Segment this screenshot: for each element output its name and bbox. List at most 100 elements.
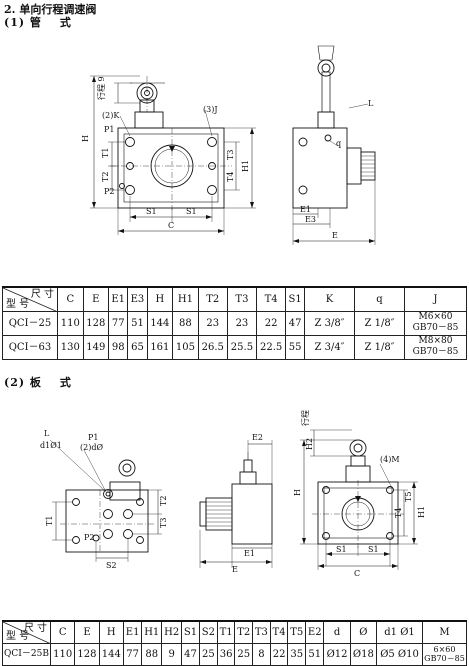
table1-header: T3	[226, 286, 258, 312]
plate-type-drawing: L d1Ø1 P1 (2)dØ T1 T2 T3 P2 S2 E2 E1 E H…	[40, 410, 426, 578]
label-m: (4)M	[380, 455, 400, 464]
table1-cell: 98	[108, 334, 129, 360]
table1-header: E	[82, 286, 110, 312]
table1-header: S1	[285, 286, 305, 312]
table2-header: T4	[269, 620, 289, 644]
label-p1: P1	[88, 433, 98, 442]
label-dphi: (2)dØ	[80, 443, 103, 452]
table-row: QCI－63 130 149 98 65 161 105 26.5 25.5 2…	[2, 334, 467, 360]
table2-header: E	[74, 620, 100, 644]
table2-header: H2	[161, 620, 183, 644]
table2-cell: 144	[98, 642, 124, 666]
table1-cell: 144	[146, 310, 174, 336]
label-k: (2)K	[102, 111, 120, 120]
table1-cell: 47	[285, 310, 305, 336]
label-h1: H1	[241, 160, 250, 172]
label-l: L	[44, 429, 50, 438]
table2-cell: 51	[305, 642, 325, 666]
table2-cell: 88	[141, 642, 163, 666]
table-row: QCI－25B 110 128 144 77 88 9 47 25 36 25 …	[2, 642, 467, 666]
table2-cell: 110	[49, 642, 76, 666]
label-h: H	[293, 489, 302, 496]
table1-corner-cell: 尺 寸 型 号	[2, 286, 59, 313]
pipe-type-spec-table: 尺 寸 型 号 C E E1 E3 H H1 T2 T3 T4 S1 K q J…	[2, 286, 467, 360]
label-t3: T3	[159, 518, 168, 528]
table1-cell: 130	[57, 334, 84, 360]
table2-header: H	[98, 620, 124, 644]
label-s2: S2	[106, 561, 117, 570]
label-t4: T4	[226, 172, 235, 182]
table2-cell: 47	[181, 642, 200, 666]
subsection-pipe-type: (1) 管式	[4, 16, 72, 29]
table2-corner-cell: 尺 寸 型 号	[2, 620, 52, 645]
label-t2: T2	[159, 496, 168, 506]
table2-header: T2	[234, 620, 254, 644]
table1-header: C	[57, 286, 84, 312]
table1-cell: 128	[82, 310, 110, 336]
label-p2: P2	[84, 533, 94, 542]
label-stroke: 行程	[300, 410, 310, 426]
section-title: 2. 单向行程调速阀	[4, 3, 97, 16]
table2-header: d	[323, 620, 351, 644]
table1-model: QCI－25	[2, 310, 58, 336]
label-t2: T2	[101, 172, 110, 182]
table2-cell: 8	[252, 642, 271, 666]
table1-cell: 161	[146, 334, 174, 360]
table2-header: Ø	[349, 620, 378, 644]
table1-cell: 105	[172, 334, 199, 360]
table1-cell: 51	[127, 310, 148, 336]
table1-header: K	[304, 286, 355, 312]
label-c: C	[354, 569, 360, 578]
table2-cell: 77	[122, 642, 143, 666]
table2-cell: 25	[234, 642, 254, 666]
table1-cell: 88	[172, 310, 199, 336]
label-c: C	[168, 221, 174, 230]
table1-cell: 22	[256, 310, 287, 336]
label-h: H	[81, 135, 90, 142]
label-q: q	[336, 139, 341, 148]
label-t5: T5	[404, 492, 413, 502]
label-l: L	[368, 99, 374, 108]
table2-cell: 128	[74, 642, 100, 666]
label-e: E	[232, 565, 238, 574]
plate-type-spec-table: 尺 寸 型 号 C E H E1 H1 H2 S1 S2 T1 T2 T3 T4…	[2, 620, 467, 666]
label-d1: d1Ø1	[40, 441, 62, 450]
pipe-type-drawing: 行程 9 (3)J (2)K P1 P2 H T1 T2 T3 T4 H1 S1…	[81, 45, 376, 245]
label-j: (3)J	[203, 105, 218, 114]
table1-header: T4	[256, 286, 287, 312]
table2-header: C	[49, 620, 76, 644]
label-e1: E1	[244, 549, 255, 558]
label-t1: T1	[45, 516, 54, 526]
table2-header: M	[422, 620, 467, 644]
table2-cell: 35	[287, 642, 307, 666]
label-h1: H1	[417, 506, 426, 518]
table2-cell: Ø5 Ø10	[376, 642, 423, 666]
table1-cell: 77	[108, 310, 129, 336]
table2-header: S2	[198, 620, 218, 644]
table2-header: T1	[216, 620, 236, 644]
table1-header: E3	[127, 286, 148, 312]
table1-cell: 22.5	[256, 334, 287, 360]
label-e1: E1	[300, 205, 311, 214]
table2-cell: 22	[269, 642, 289, 666]
table-row: QCI－25 110 128 77 51 144 88 23 23 22 47 …	[2, 310, 467, 336]
table2-cell: Ø18	[349, 642, 378, 666]
table2-cell: 25	[198, 642, 218, 666]
table1-cell: Z 1/8″	[354, 310, 405, 336]
label-p2: P2	[104, 187, 114, 196]
table1-header: T2	[197, 286, 228, 312]
table2-header: E2	[305, 620, 325, 644]
label-e2: E2	[252, 433, 263, 442]
label-s1-right: S1	[368, 545, 379, 554]
label-h2: H2	[305, 438, 314, 450]
table1-header: E1	[108, 286, 129, 312]
table2-header: T3	[252, 620, 271, 644]
table2-header: T5	[287, 620, 307, 644]
table1-cell: Z 1/8″	[354, 334, 405, 360]
table2-cell: 9	[161, 642, 183, 666]
table1-header: J	[404, 286, 467, 312]
table1-cell: 110	[57, 310, 84, 336]
